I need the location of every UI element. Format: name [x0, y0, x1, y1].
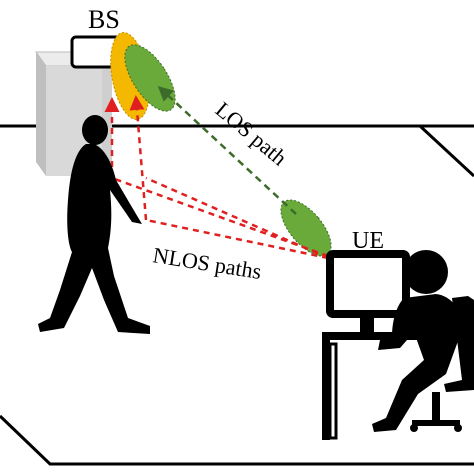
floor-front-edge [0, 414, 474, 466]
bs-label: BS [88, 5, 120, 34]
bs-box-side-right [102, 52, 112, 176]
person-walking-icon [38, 115, 150, 334]
los-path-arrow [157, 85, 297, 215]
nlos-paths [104, 95, 329, 260]
nlos-paths-label: NLOS paths [151, 242, 263, 284]
nlos-path-2-seg-b [129, 95, 148, 221]
nlos-path-2-seg-a [145, 218, 329, 260]
floor-right-edge [418, 124, 474, 178]
chair [444, 296, 474, 392]
bs-box-side [36, 52, 46, 176]
ue-label: UE [352, 228, 384, 254]
base-station-icon [35, 35, 134, 176]
nlos-path-3-seg [145, 176, 329, 260]
desk [322, 332, 422, 340]
person-at-computer-icon [322, 250, 474, 440]
los-path-label: LOS path [211, 97, 292, 171]
monitor [326, 250, 410, 318]
